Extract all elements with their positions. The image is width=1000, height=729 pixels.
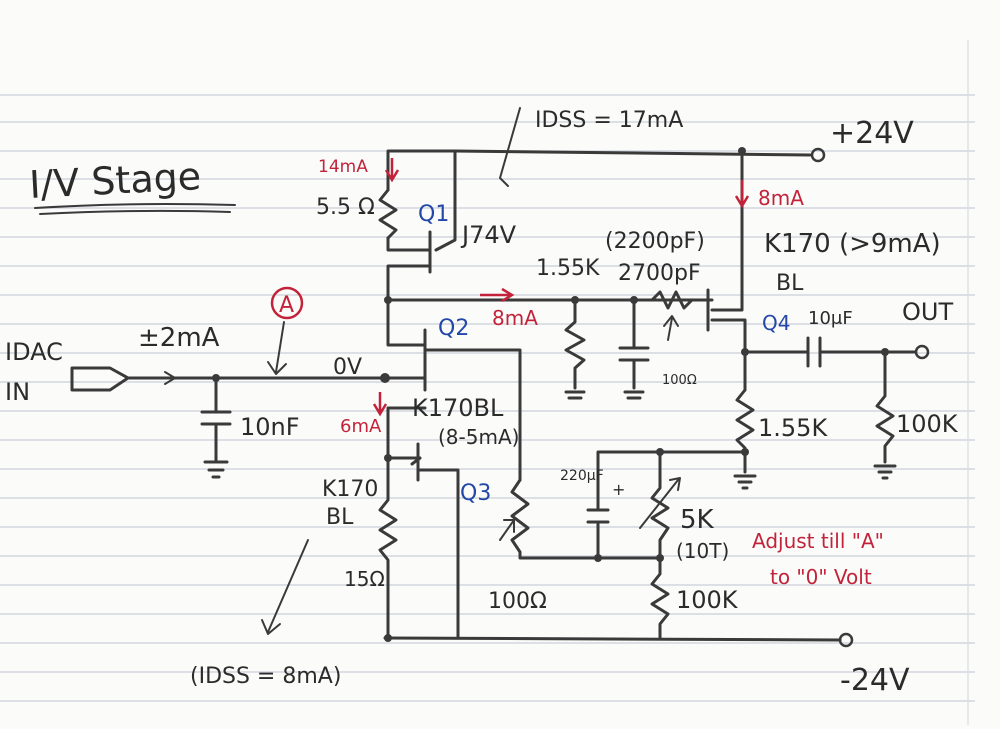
node-a-marker: A 0V xyxy=(267,286,390,383)
cap-220-value: 220μF xyxy=(560,468,604,484)
q4-part: K170 (>9mA) xyxy=(764,229,941,259)
gate-resistor-value: 100Ω xyxy=(662,373,697,388)
notebook-rules xyxy=(0,40,975,725)
pot-5k-note: (10T) xyxy=(676,539,729,563)
q3-part-line2: BL xyxy=(326,505,354,530)
pot-100-value: 100Ω xyxy=(488,589,547,614)
positive-rail-label: +24V xyxy=(830,116,914,151)
input-label-main: IDAC xyxy=(5,338,63,366)
q2-drain-network: 8mA 1.55K (2200pF) 2700pF 100Ω xyxy=(384,229,705,400)
negative-rail: -24V xyxy=(383,632,910,698)
q3-idss: (IDSS = 8mA) xyxy=(190,664,341,689)
q3-drain-current: 6mA xyxy=(340,416,382,437)
negative-rail-label: -24V xyxy=(840,663,910,698)
comp-cap-alt: (2200pF) xyxy=(605,229,705,254)
adjust-note: Adjust till "A" to "0" Volt xyxy=(752,529,884,589)
q3-label: Q3 xyxy=(460,481,491,506)
input-capacitor: 10nF xyxy=(200,374,300,479)
q2-part: K170BL xyxy=(412,394,504,422)
q1-jfet: 14mA 5.5 Ω Q1 J74V IDSS = 17mA xyxy=(316,107,683,302)
q4-source-resistor-value: 1.55K xyxy=(758,414,828,442)
load-resistor-value: 1.55K xyxy=(536,256,600,281)
adjust-note-line2: to "0" Volt xyxy=(770,565,872,589)
input-cap-value: 10nF xyxy=(240,413,300,441)
q1-part: J74V xyxy=(460,221,517,249)
bias-100k-value: 100K xyxy=(676,586,739,614)
page-title: I/V Stage xyxy=(28,154,202,207)
q1-source-current: 14mA xyxy=(318,157,368,177)
q3-part-line1: K170 xyxy=(322,477,378,502)
cap-220-plus: + xyxy=(612,480,625,499)
q1-resistor-value: 5.5 Ω xyxy=(316,195,375,220)
q2-jfet: Q2 K170BL (8-5mA) 6mA xyxy=(340,298,522,482)
output-label: OUT xyxy=(902,298,953,326)
output-cap-value: 10μF xyxy=(808,308,853,329)
q1-idss: IDSS = 17mA xyxy=(535,108,683,133)
output-resistor-value: 100K xyxy=(896,410,959,438)
node-a-voltage: 0V xyxy=(333,355,362,380)
q1-label: Q1 xyxy=(418,202,449,227)
output-network: 10μF OUT 100K xyxy=(743,298,959,480)
pot-5k-value: 5K xyxy=(680,505,715,535)
q3-jfet: K170 BL Q3 15Ω (IDSS = 8mA) xyxy=(190,442,491,689)
comp-cap-value: 2700pF xyxy=(618,261,701,286)
q4-label: Q4 xyxy=(762,311,790,335)
q4-jfet: 8mA K170 (>9mA) BL Q4 1.55K xyxy=(698,147,941,490)
q2-note: (8-5mA) xyxy=(438,425,519,449)
adjust-note-line1: Adjust till "A" xyxy=(752,529,884,553)
q4-grade: BL xyxy=(776,271,804,296)
positive-rail: +24V xyxy=(453,116,914,163)
q2-label: Q2 xyxy=(438,316,469,341)
q2-drain-current: 8mA xyxy=(492,306,538,330)
title-underline xyxy=(34,203,236,215)
node-a-label: A xyxy=(279,293,294,318)
input-current: ±2mA xyxy=(138,323,220,353)
bias-network: 100Ω 220μF + 5K (10T) 100K xyxy=(488,448,747,640)
input-connector: IDAC IN ±2mA xyxy=(5,323,385,406)
input-label-sub: IN xyxy=(5,378,30,406)
q4-drain-current: 8mA xyxy=(758,186,804,210)
q3-resistor-value: 15Ω xyxy=(344,567,385,591)
